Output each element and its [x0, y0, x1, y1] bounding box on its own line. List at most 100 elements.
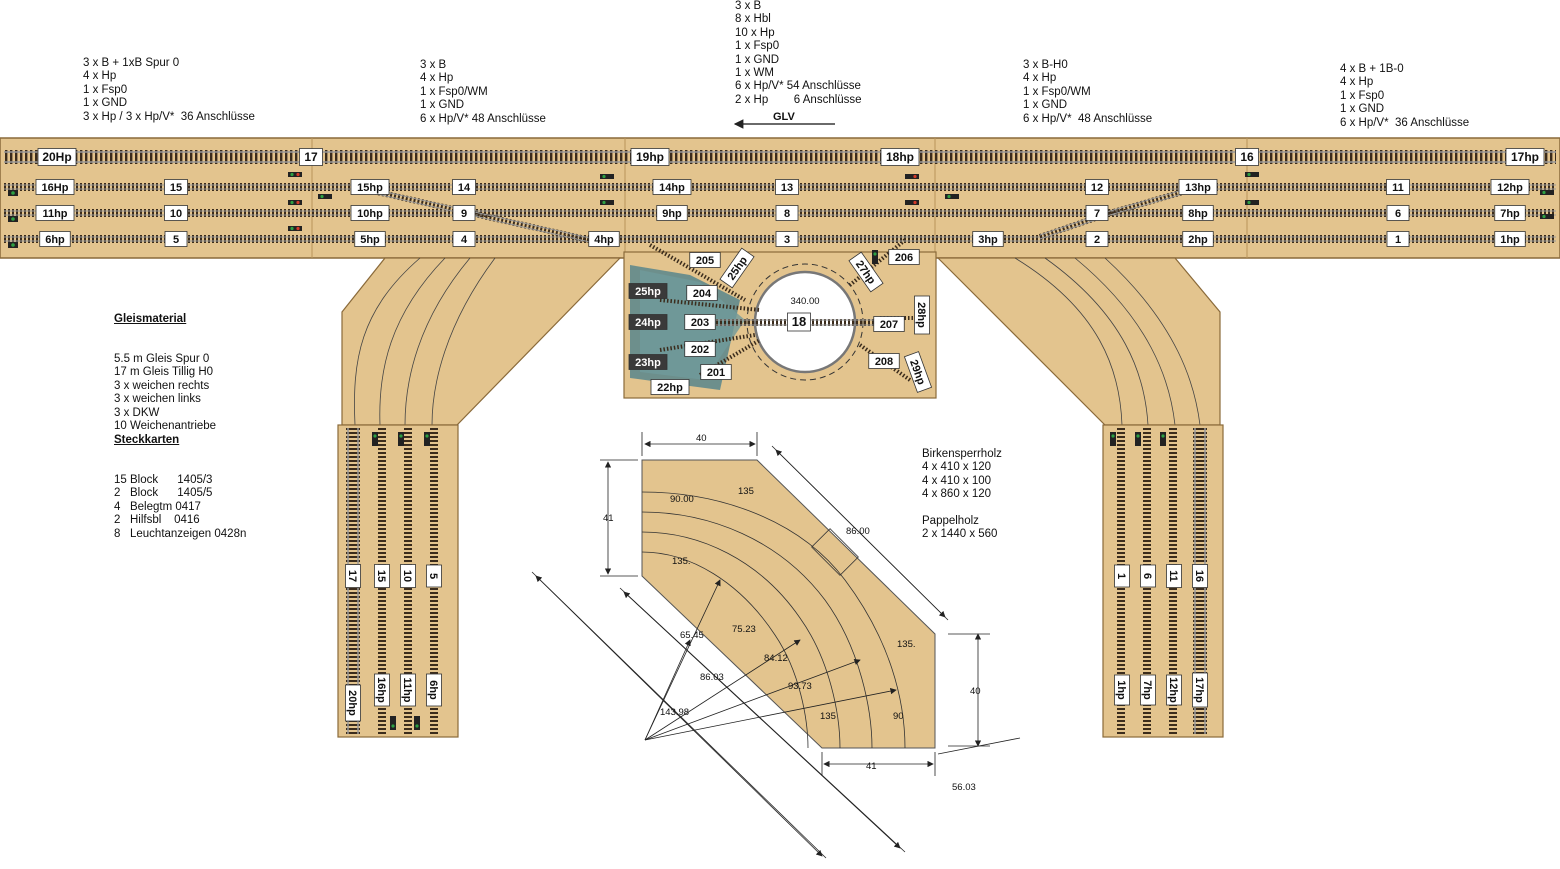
gleismaterial-line: 3 x weichen rechts: [114, 379, 210, 392]
track-label-plate: 15: [374, 564, 390, 588]
track-label-text: 9: [461, 208, 467, 220]
track-label-plate: 10: [164, 205, 188, 221]
track-label-plate: 205: [689, 252, 721, 268]
track-label-text: 3: [784, 234, 790, 246]
dim-r1: 65.45: [680, 630, 704, 641]
track-label-plate: 2hp: [1182, 231, 1214, 247]
module-note-line: 1 x Fsp0/WM: [420, 85, 488, 98]
track-label-plate: 208: [868, 353, 900, 369]
module-note-line: 4 x Hp: [420, 72, 454, 85]
track-label-text: 18: [792, 314, 806, 329]
wood-line: Pappelholz: [922, 515, 979, 528]
track-label-plate: 13: [775, 179, 799, 195]
track-label-text: 8hp: [1188, 208, 1208, 220]
gleismaterial-title: Gleismaterial: [114, 312, 187, 325]
gleismaterial-line: 17 m Gleis Tillig H0: [114, 366, 214, 379]
module-note-line: 6 x Hp/V* 48 Anschlüsse: [1023, 112, 1153, 125]
track-label-text: 7hp: [1500, 208, 1520, 220]
turntable-diameter: 340.00: [790, 296, 819, 307]
track-label-plate: 204: [686, 285, 718, 301]
track-label-plate: 6: [1140, 564, 1156, 588]
track-label-text: 11hp: [401, 677, 413, 702]
steckkarten-line: 4 Belegtm 0417: [114, 500, 201, 513]
track-label-text: 1: [1115, 573, 1127, 579]
track-label-plate: 7hp: [1494, 205, 1526, 221]
track-label-text: 17hp: [1511, 150, 1539, 164]
track-label-plate: 18hp: [880, 148, 920, 166]
dim-top-width: 40: [696, 433, 707, 444]
track-label-text: 16: [1240, 150, 1254, 164]
dim-r4: 93.73: [788, 681, 812, 692]
track-label-text: 20Hp: [42, 150, 71, 164]
track-label-text: 22hp: [657, 382, 683, 394]
track-label-text: 11: [1392, 182, 1404, 194]
track-label-plate: 11: [1166, 564, 1182, 588]
track-label-text: 13: [781, 182, 793, 194]
track-label-text: 207: [880, 319, 898, 331]
track-label-plate: 14: [452, 179, 476, 195]
track-label-text: 5hp: [360, 234, 380, 246]
track-label-text: 11: [1167, 570, 1179, 582]
gleismaterial-line: 3 x weichen links: [114, 393, 201, 406]
direction-indicator: GLV: [733, 111, 835, 129]
track-label-text: 15: [375, 570, 387, 582]
track-label-text: 206: [895, 252, 913, 264]
track-label-plate: 7hp: [1140, 674, 1156, 706]
wood-line: Birkensperrholz: [922, 448, 1002, 460]
track-label-text: 14hp: [659, 182, 685, 194]
track-label-plate: 11hp: [35, 205, 75, 221]
track-label-plate: 12hp: [1490, 179, 1530, 195]
track-label-plate: 3hp: [972, 231, 1004, 247]
track-label-plate: 25hp: [628, 283, 668, 299]
track-label-text: 20hp: [346, 690, 358, 716]
track-label-text: 24hp: [635, 317, 661, 329]
gleismaterial-line: 5.5 m Gleis Spur 0: [114, 353, 210, 366]
module-note-line: 6 x Hp/V* 48 Anschlüsse: [420, 112, 546, 125]
module-note-line: 3 x Hp / 3 x Hp/V* 36 Anschlüsse: [83, 110, 255, 123]
wood-line: [922, 502, 1002, 515]
track-label-plate: 28hp: [914, 295, 930, 335]
track-label-plate: 23hp: [628, 354, 668, 370]
dim-angle2: 135.: [672, 556, 691, 567]
track-label-plate: 3: [775, 231, 799, 247]
track-label-plate: 8: [775, 205, 799, 221]
gleismaterial-line: 10 Weichenantriebe: [114, 420, 217, 433]
dim-r90: 90.00: [670, 494, 694, 505]
direction-label: GLV: [773, 111, 795, 123]
track-label-text: 16: [1193, 570, 1205, 582]
track-label-plate: 9hp: [656, 205, 688, 221]
module-note-line: 10 x Hp: [735, 26, 775, 39]
track-label-plate: 4hp: [588, 231, 620, 247]
track-label-plate: 18: [787, 312, 811, 332]
module-note-line: 1 x GND: [1023, 99, 1068, 112]
dim-angle3: 135.: [897, 639, 916, 650]
module-note-line: 8 x Hbl: [735, 13, 771, 26]
dim-r6: 143.98: [660, 707, 689, 718]
steckkarten-line: 2 Hilfsbl 0416: [114, 514, 200, 527]
module-note-line: 3 x B: [420, 59, 447, 71]
track-label-text: 17: [346, 570, 358, 582]
track-label-text: 203: [691, 317, 709, 329]
module-note-line: 6 x Hp/V* 36 Anschlüsse: [1340, 116, 1470, 129]
track-label-plate: 19hp: [630, 148, 670, 166]
track-label-text: 10: [170, 208, 182, 220]
dim-angle1: 135: [738, 486, 754, 497]
wood-line: 2 x 1440 x 560: [922, 528, 998, 541]
track-label-plate: 203: [684, 314, 716, 330]
dim-bottom-diag: 56.03: [952, 782, 976, 793]
track-label-plate: 15hp: [350, 179, 390, 195]
track-label-plate: 6hp: [39, 231, 71, 247]
construction-drawing: 40 41 86.00 90.00 135 135. 65.45 75.23 8…: [531, 432, 1021, 859]
track-label-plate: 12hp: [1166, 674, 1182, 706]
track-label-plate: 1: [1114, 564, 1130, 588]
track-label-plate: 17hp: [1505, 148, 1545, 166]
track-label-text: 25hp: [635, 286, 661, 298]
module-note-line: 3 x B-H0: [1023, 59, 1068, 71]
track-label-text: 6: [1395, 208, 1401, 220]
module-note-line: 1 x Fsp0: [83, 83, 128, 96]
track-label-text: 8: [784, 208, 790, 220]
